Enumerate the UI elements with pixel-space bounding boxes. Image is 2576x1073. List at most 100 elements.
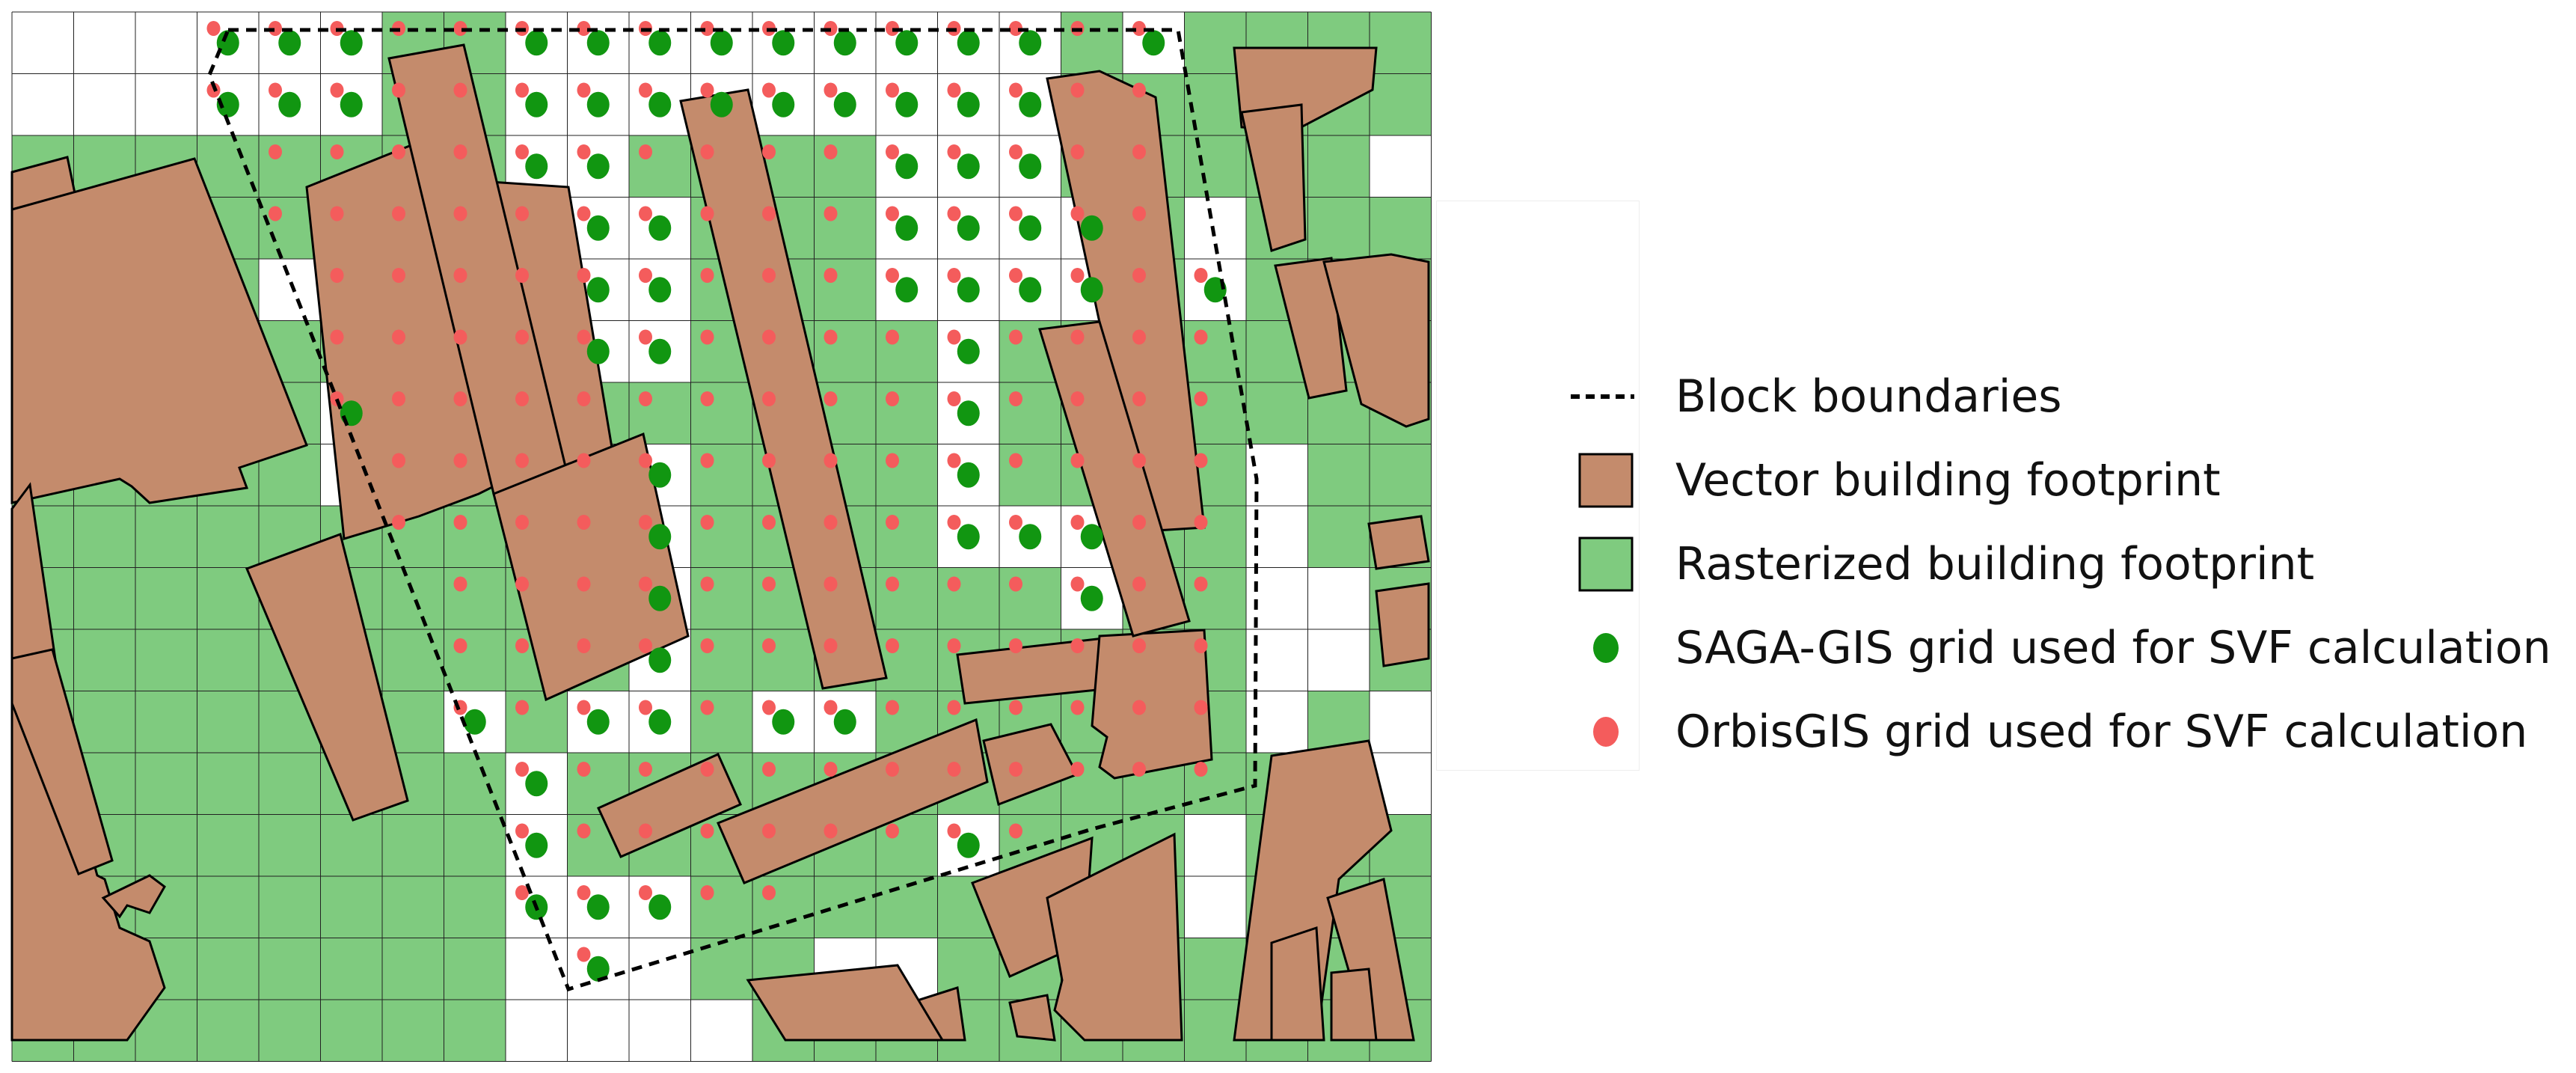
orbisgis-grid-point xyxy=(453,391,467,406)
orbisgis-grid-point xyxy=(577,762,591,777)
orbisgis-grid-point xyxy=(453,268,467,283)
orbisgis-grid-point xyxy=(1009,329,1022,345)
orbisgis-grid-point xyxy=(1132,391,1146,406)
orbisgis-grid-point xyxy=(824,515,838,530)
orbisgis-grid-point xyxy=(947,700,961,715)
orbisgis-grid-point xyxy=(639,823,652,839)
orbisgis-grid-point xyxy=(1132,206,1146,221)
orbisgis-grid-point xyxy=(453,82,467,98)
vector-building-footprint xyxy=(1330,967,1378,1042)
vector-building-footprint xyxy=(597,753,742,858)
saga-gis-grid-point xyxy=(772,30,795,56)
vector-building-footprint xyxy=(1367,515,1430,570)
orbisgis-grid-point xyxy=(947,515,961,530)
orbisgis-grid-point xyxy=(1009,762,1022,777)
dashed-line-icon xyxy=(1571,394,1634,399)
orbisgis-grid-point xyxy=(392,268,405,283)
orbisgis-grid-point xyxy=(824,391,838,406)
orbisgis-grid-point xyxy=(700,638,714,653)
saga-gis-grid-point xyxy=(648,524,672,550)
saga-gis-grid-point xyxy=(278,30,301,56)
orbisgis-grid-point xyxy=(392,144,405,159)
saga-gis-grid-point xyxy=(340,91,363,117)
orbisgis-grid-point xyxy=(1009,268,1022,283)
orbisgis-grid-point xyxy=(824,638,838,653)
saga-gis-grid-point xyxy=(586,30,610,56)
orbisgis-grid-point xyxy=(1009,453,1022,468)
orbisgis-grid-point xyxy=(392,515,405,530)
legend-label: OrbisGIS grid used for SVF calculation xyxy=(1675,706,2528,758)
orbisgis-grid-point xyxy=(762,576,776,592)
saga-gis-grid-point xyxy=(710,30,733,56)
orbisgis-grid-point xyxy=(700,700,714,715)
saga-gis-grid-point xyxy=(525,91,548,117)
orbisgis-grid-point xyxy=(1009,144,1022,159)
saga-gis-grid-point xyxy=(833,91,856,117)
orbisgis-grid-point xyxy=(700,329,714,345)
saga-gis-grid-point xyxy=(278,91,301,117)
saga-gis-grid-point xyxy=(957,30,980,56)
orbisgis-grid-point xyxy=(1132,762,1146,777)
orbisgis-grid-point xyxy=(824,268,838,283)
orbisgis-grid-point xyxy=(639,391,652,406)
orbisgis-grid-point xyxy=(639,885,652,900)
saga-gis-grid-point xyxy=(1019,153,1042,180)
orbisgis-grid-point xyxy=(515,885,529,900)
orbisgis-grid-point xyxy=(1194,268,1208,283)
saga-gis-grid-point xyxy=(648,894,672,920)
orbisgis-grid-point xyxy=(453,144,467,159)
orbisgis-grid-point xyxy=(1009,700,1022,715)
orbisgis-grid-point xyxy=(1194,515,1208,530)
saga-gis-grid-point xyxy=(586,338,610,364)
orbisgis-grid-point xyxy=(639,762,652,777)
orbisgis-grid-point xyxy=(639,638,652,653)
orbisgis-grid-point xyxy=(1132,576,1146,592)
orbisgis-grid-point xyxy=(515,638,529,653)
orbisgis-grid-point xyxy=(700,268,714,283)
saga-gis-grid-point xyxy=(957,462,980,488)
orbisgis-grid-point xyxy=(1132,515,1146,530)
saga-gis-grid-point xyxy=(586,215,610,241)
saga-gis-grid-point xyxy=(648,585,672,611)
saga-gis-grid-point xyxy=(1080,585,1103,611)
saga-gis-grid-point xyxy=(648,462,672,488)
saga-gis-grid-point xyxy=(216,30,239,56)
orbisgis-grid-point xyxy=(1194,391,1208,406)
brown-square-icon xyxy=(1578,453,1634,508)
orbisgis-grid-point xyxy=(639,268,652,283)
orbisgis-grid-point xyxy=(269,144,282,159)
orbisgis-grid-point xyxy=(824,206,838,221)
saga-gis-grid-point xyxy=(1080,215,1103,241)
orbisgis-grid-point xyxy=(1070,453,1085,468)
orbisgis-grid-point xyxy=(824,823,838,839)
block-boundary xyxy=(207,28,1259,992)
orbisgis-grid-point xyxy=(453,21,467,36)
orbisgis-grid-point xyxy=(1009,82,1022,98)
orbisgis-grid-point xyxy=(762,82,776,98)
orbisgis-grid-point xyxy=(639,206,652,221)
orbisgis-grid-point xyxy=(762,638,776,653)
orbisgis-grid-point xyxy=(824,762,838,777)
orbisgis-grid-point xyxy=(392,453,405,468)
orbisgis-grid-point xyxy=(886,144,899,159)
vector-building-footprint xyxy=(746,964,945,1042)
orbisgis-grid-point xyxy=(515,206,529,221)
orbisgis-grid-point xyxy=(577,453,591,468)
orbisgis-grid-point xyxy=(947,144,961,159)
vector-building-footprint xyxy=(1375,582,1430,667)
orbisgis-grid-point xyxy=(515,391,529,406)
orbisgis-grid-point xyxy=(577,82,591,98)
orbisgis-grid-point xyxy=(515,329,529,345)
saga-gis-grid-point xyxy=(216,91,239,117)
orbisgis-grid-point xyxy=(269,21,282,36)
orbisgis-grid-point xyxy=(947,453,961,468)
orbisgis-grid-point xyxy=(392,206,405,221)
orbisgis-grid-point xyxy=(1070,391,1085,406)
orbisgis-grid-point xyxy=(269,206,282,221)
saga-gis-grid-point xyxy=(772,709,795,735)
orbisgis-grid-point xyxy=(1194,453,1208,468)
orbisgis-grid-point xyxy=(577,823,591,839)
orbisgis-grid-point xyxy=(453,515,467,530)
vector-building-footprint xyxy=(1270,926,1325,1042)
orbisgis-grid-point xyxy=(947,823,961,839)
